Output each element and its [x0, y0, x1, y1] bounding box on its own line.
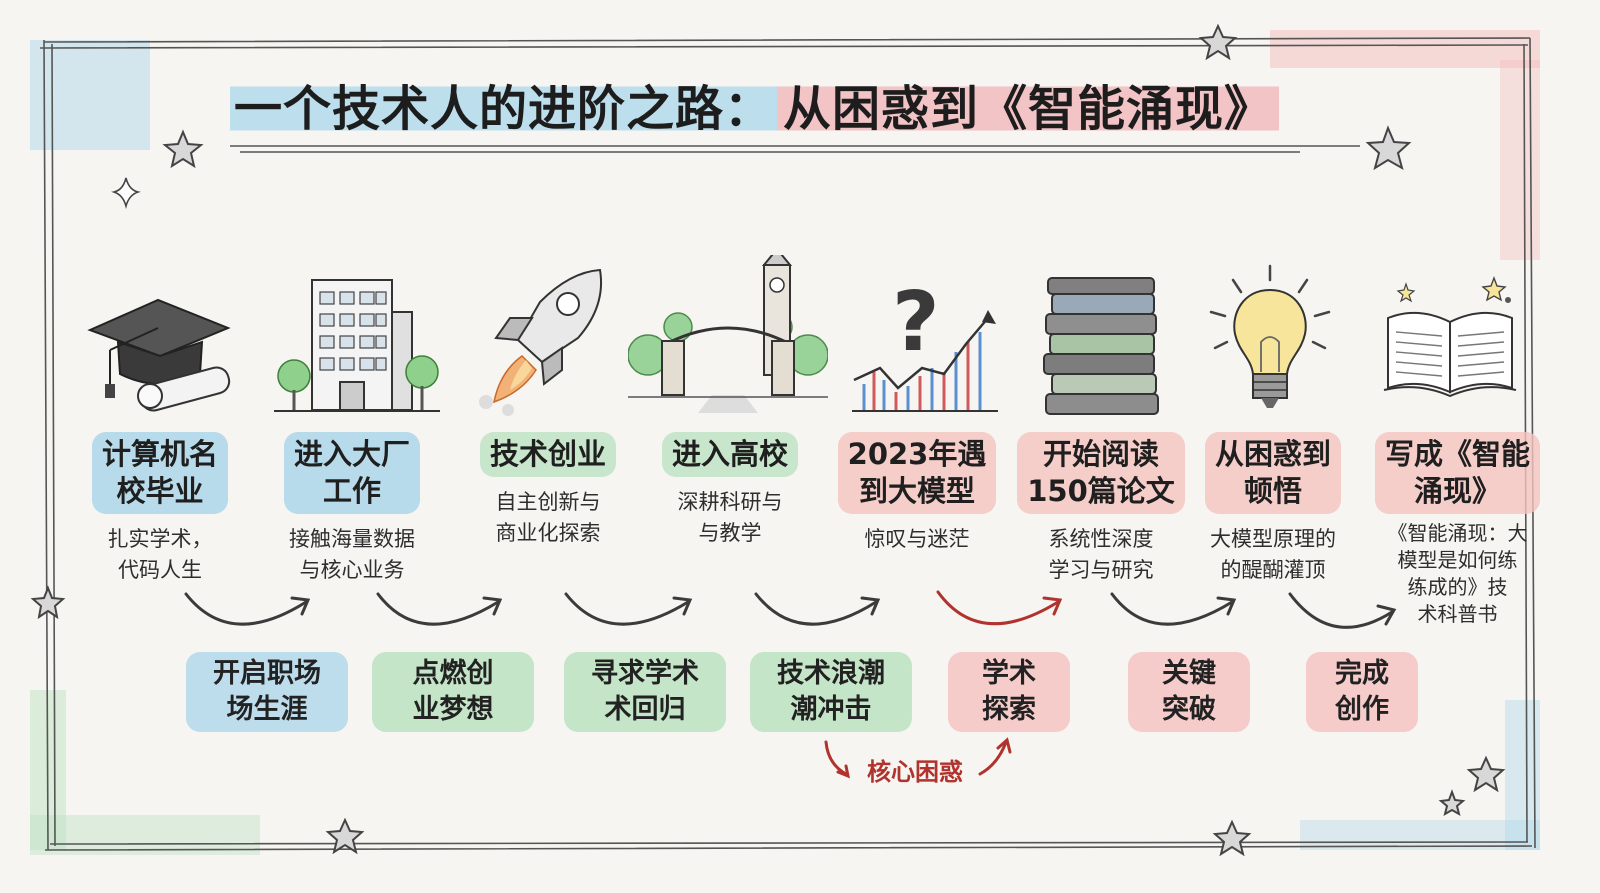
title-part1: 一个技术人的进阶之路： — [230, 69, 778, 139]
stage-2: 进入大厂 工作 接触海量数据 与核心业务 — [257, 432, 447, 632]
stage-desc: 《智能涌现：大 模型是如何练 练成的》技 术科普书 — [1387, 521, 1528, 626]
stage-desc: 扎实学术， 代码人生 — [107, 527, 213, 582]
stage-title: 写成《智能 涌现》 — [1374, 432, 1540, 514]
bridge-4: 技术浪潮 潮冲击 — [750, 652, 912, 732]
stage-8: 写成《智能 涌现》 《智能涌现：大 模型是如何练 练成的》技 术科普书 — [1355, 432, 1560, 632]
bridge-6: 关键 突破 — [1128, 652, 1250, 732]
rocket-icon — [479, 268, 602, 416]
stage-desc: 接触海量数据 与核心业务 — [289, 527, 415, 582]
stage-title: 2023年遇 到大模型 — [837, 432, 997, 514]
stage-desc: 自主创新与 商业化探索 — [495, 490, 601, 545]
bridge-1: 开启职场 场生涯 — [186, 652, 348, 732]
accent-arrow-icon — [936, 590, 1060, 626]
arrow-icon — [1288, 592, 1394, 629]
stage-7: 从困惑到 顿悟 大模型原理的 的醍醐灌顶 — [1178, 432, 1368, 632]
stage-4: 进入高校 深耕科研与 与教学 — [635, 432, 825, 632]
stage-3: 技术创业 自主创新与 商业化探索 — [453, 432, 643, 632]
stage-title: 开始阅读 150篇论文 — [1017, 432, 1185, 514]
stage-title: 技术创业 — [479, 432, 616, 477]
bridge-2: 点燃创 业梦想 — [372, 652, 534, 732]
stage-title: 进入大厂 工作 — [283, 432, 420, 514]
stage-title: 从困惑到 顿悟 — [1204, 432, 1341, 514]
graduation-cap-icon — [87, 298, 231, 412]
question-chart-icon: ? — [852, 275, 998, 412]
svg-text:?: ? — [892, 275, 940, 370]
arrow-icon — [184, 592, 308, 626]
bridge-5: 学术 探索 — [948, 652, 1070, 732]
open-book-icon — [1383, 276, 1517, 398]
title-part2: 从困惑到《智能涌现》 — [777, 69, 1280, 139]
transition-arrows — [184, 590, 1397, 779]
stage-6: 开始阅读 150篇论文 系统性深度 学习与研究 — [1006, 432, 1196, 632]
arrow-icon — [1110, 592, 1234, 626]
stage-title: 进入高校 — [661, 432, 798, 477]
stage-1: 计算机名 校毕业 扎实学术， 代码人生 — [65, 432, 255, 632]
core-left-arrow-icon — [824, 740, 848, 776]
page-title: 一个技术人的进阶之路：从困惑到《智能涌现》 — [230, 69, 1370, 139]
core-confusion-label: 核心困惑 — [867, 758, 963, 786]
stage-desc: 系统性深度 学习与研究 — [1048, 527, 1154, 582]
bridge-3: 寻求学术 术回归 — [564, 652, 726, 732]
bridge-7: 完成 创作 — [1306, 652, 1418, 732]
stage-desc: 深耕科研与 与教学 — [677, 490, 783, 545]
stage-desc: 大模型原理的 的醍醐灌顶 — [1210, 527, 1336, 582]
university-gate-icon — [628, 255, 828, 413]
stage-5: 2023年遇 到大模型 惊叹与迷茫 — [822, 432, 1012, 632]
arrow-icon — [376, 592, 500, 626]
arrow-icon — [564, 592, 690, 626]
star-icon — [30, 23, 1506, 857]
stage-desc: 惊叹与迷茫 — [864, 527, 970, 551]
book-stack-icon — [1043, 277, 1159, 415]
lightbulb-icon — [1209, 264, 1331, 408]
stage-title: 计算机名 校毕业 — [91, 432, 228, 514]
arrow-icon — [754, 592, 878, 626]
office-building-icon — [274, 279, 440, 412]
core-right-arrow-icon — [978, 740, 1008, 776]
